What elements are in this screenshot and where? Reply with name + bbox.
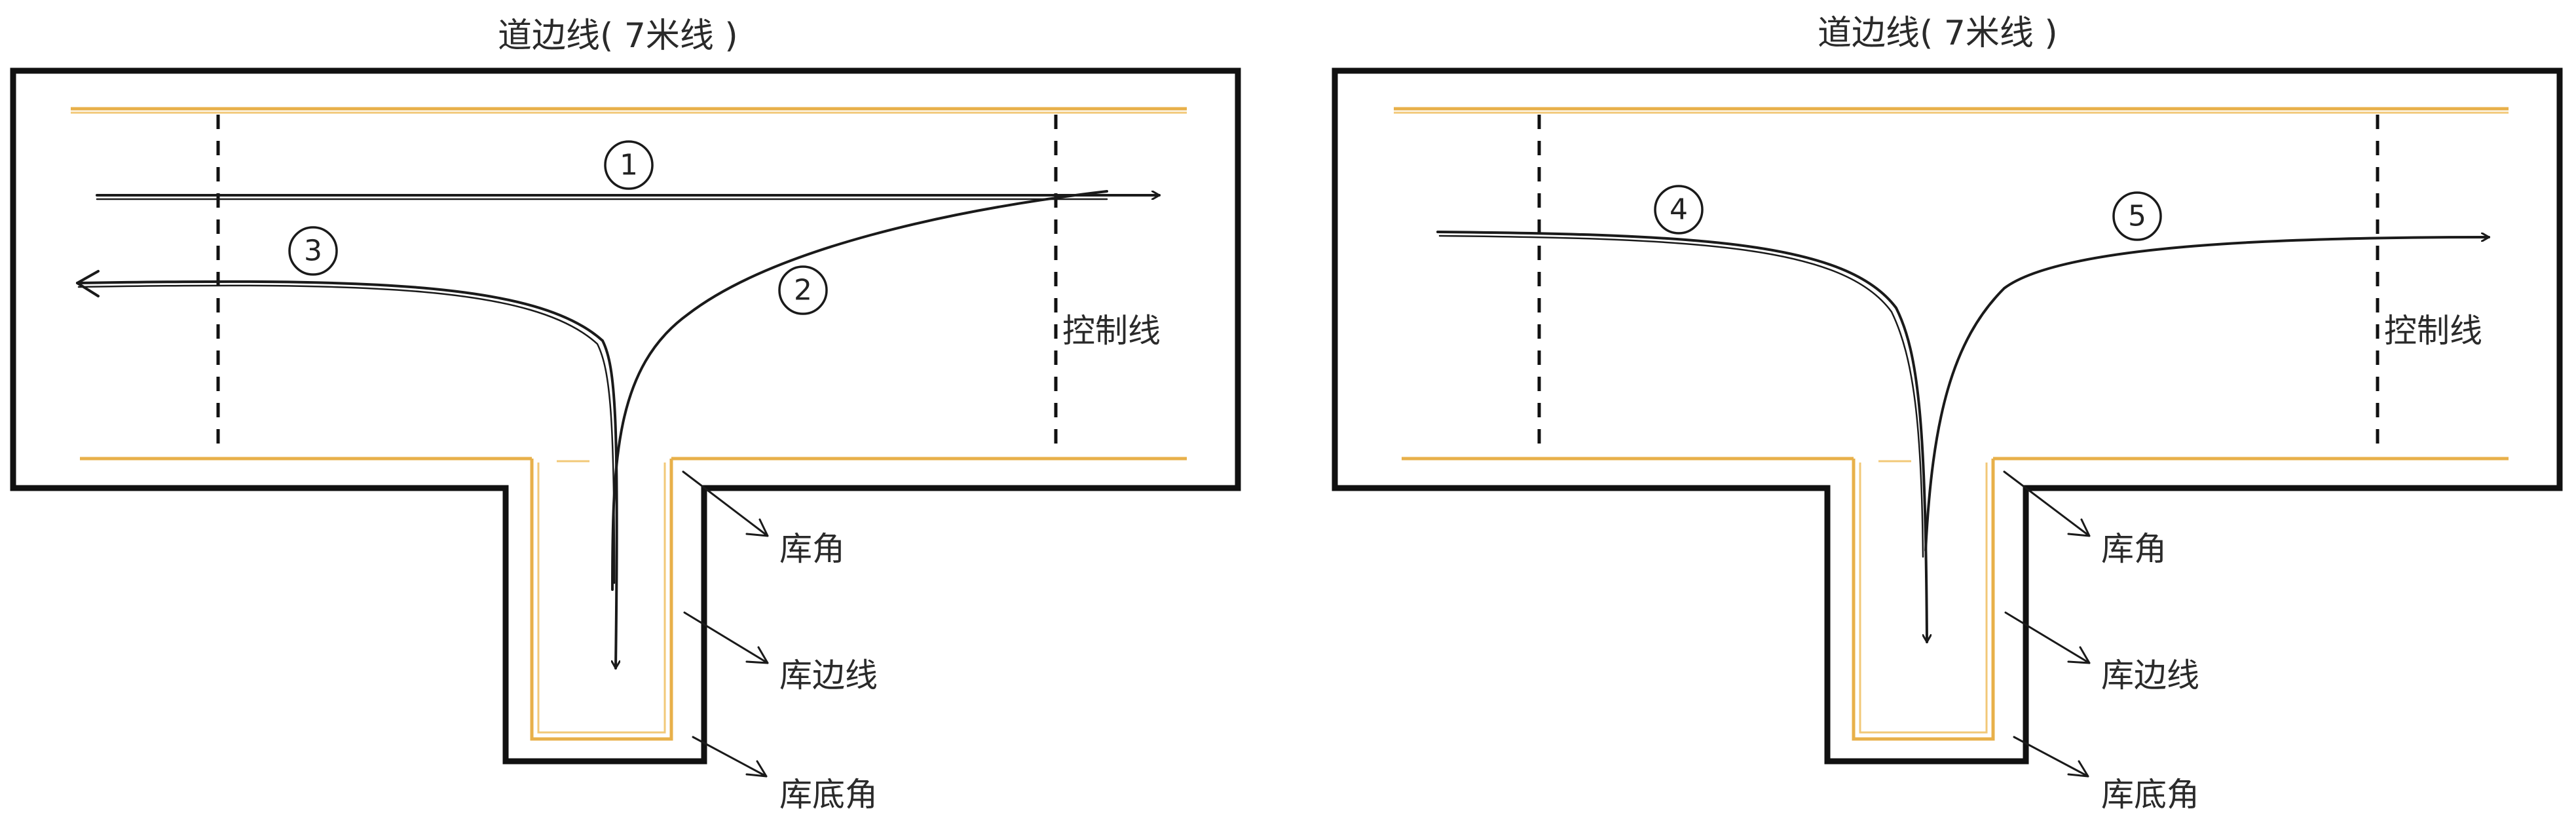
route-3-number: 3 — [304, 235, 322, 268]
route-2-path — [611, 190, 1108, 591]
road-boundary-wall — [10, 67, 1241, 765]
garage-bottom-corner-label: 库底角 — [779, 776, 878, 814]
route-4-path-2 — [1438, 235, 1924, 558]
route-5-path — [1924, 237, 2489, 552]
garage-side-lines — [1852, 459, 1995, 741]
road-edge-title: 道边线( 7米线 ) — [498, 16, 738, 56]
right-panel: 道边线( 7米线 ) 控制线 4 5 库角 库边线 库底角 — [1332, 14, 2563, 814]
route-5-marker — [2112, 191, 2162, 241]
control-line-label: 控制线 — [2384, 312, 2482, 350]
garage-edge-pointer — [2004, 611, 2091, 664]
garage-corner-pointer — [682, 470, 769, 537]
garage-side-lines — [530, 459, 673, 741]
route-4-path — [1436, 231, 1927, 642]
garage-edge-pointer — [683, 611, 769, 664]
garage-corner-pointer — [2003, 470, 2091, 537]
route-1-number: 1 — [620, 149, 638, 182]
garage-edge-label: 库边线 — [779, 656, 878, 694]
road-boundary-wall — [1332, 67, 2563, 765]
route-3-arrowhead-left — [76, 270, 100, 297]
garage-bottom-corner-label: 库底角 — [2101, 776, 2199, 814]
road-edge-title: 道边线( 7米线 ) — [1818, 14, 2058, 53]
garage-corner-label: 库角 — [2101, 530, 2167, 568]
route-1-marker — [604, 140, 654, 190]
garage-bottom-corner-pointer — [692, 736, 768, 778]
garage-bottom-corner-pointer — [2013, 736, 2089, 778]
garage-side-lines-inner — [537, 463, 666, 734]
garage-side-lines-inner — [1859, 463, 1988, 734]
route-2-number: 2 — [794, 274, 812, 307]
route-3-path — [76, 280, 617, 668]
left-panel: 道边线( 7米线 ) 控制线 1 3 2 库 — [10, 16, 1241, 814]
route-3-marker — [288, 226, 338, 276]
garage-edge-label: 库边线 — [2101, 656, 2199, 694]
route-3-path-2 — [77, 284, 616, 584]
control-line-label: 控制线 — [1062, 312, 1161, 350]
route-5-number: 5 — [2128, 200, 2146, 233]
route-2-marker — [778, 265, 828, 315]
garage-corner-label: 库角 — [779, 530, 845, 568]
route-4-number: 4 — [1670, 193, 1688, 227]
route-4-marker — [1654, 185, 1704, 235]
